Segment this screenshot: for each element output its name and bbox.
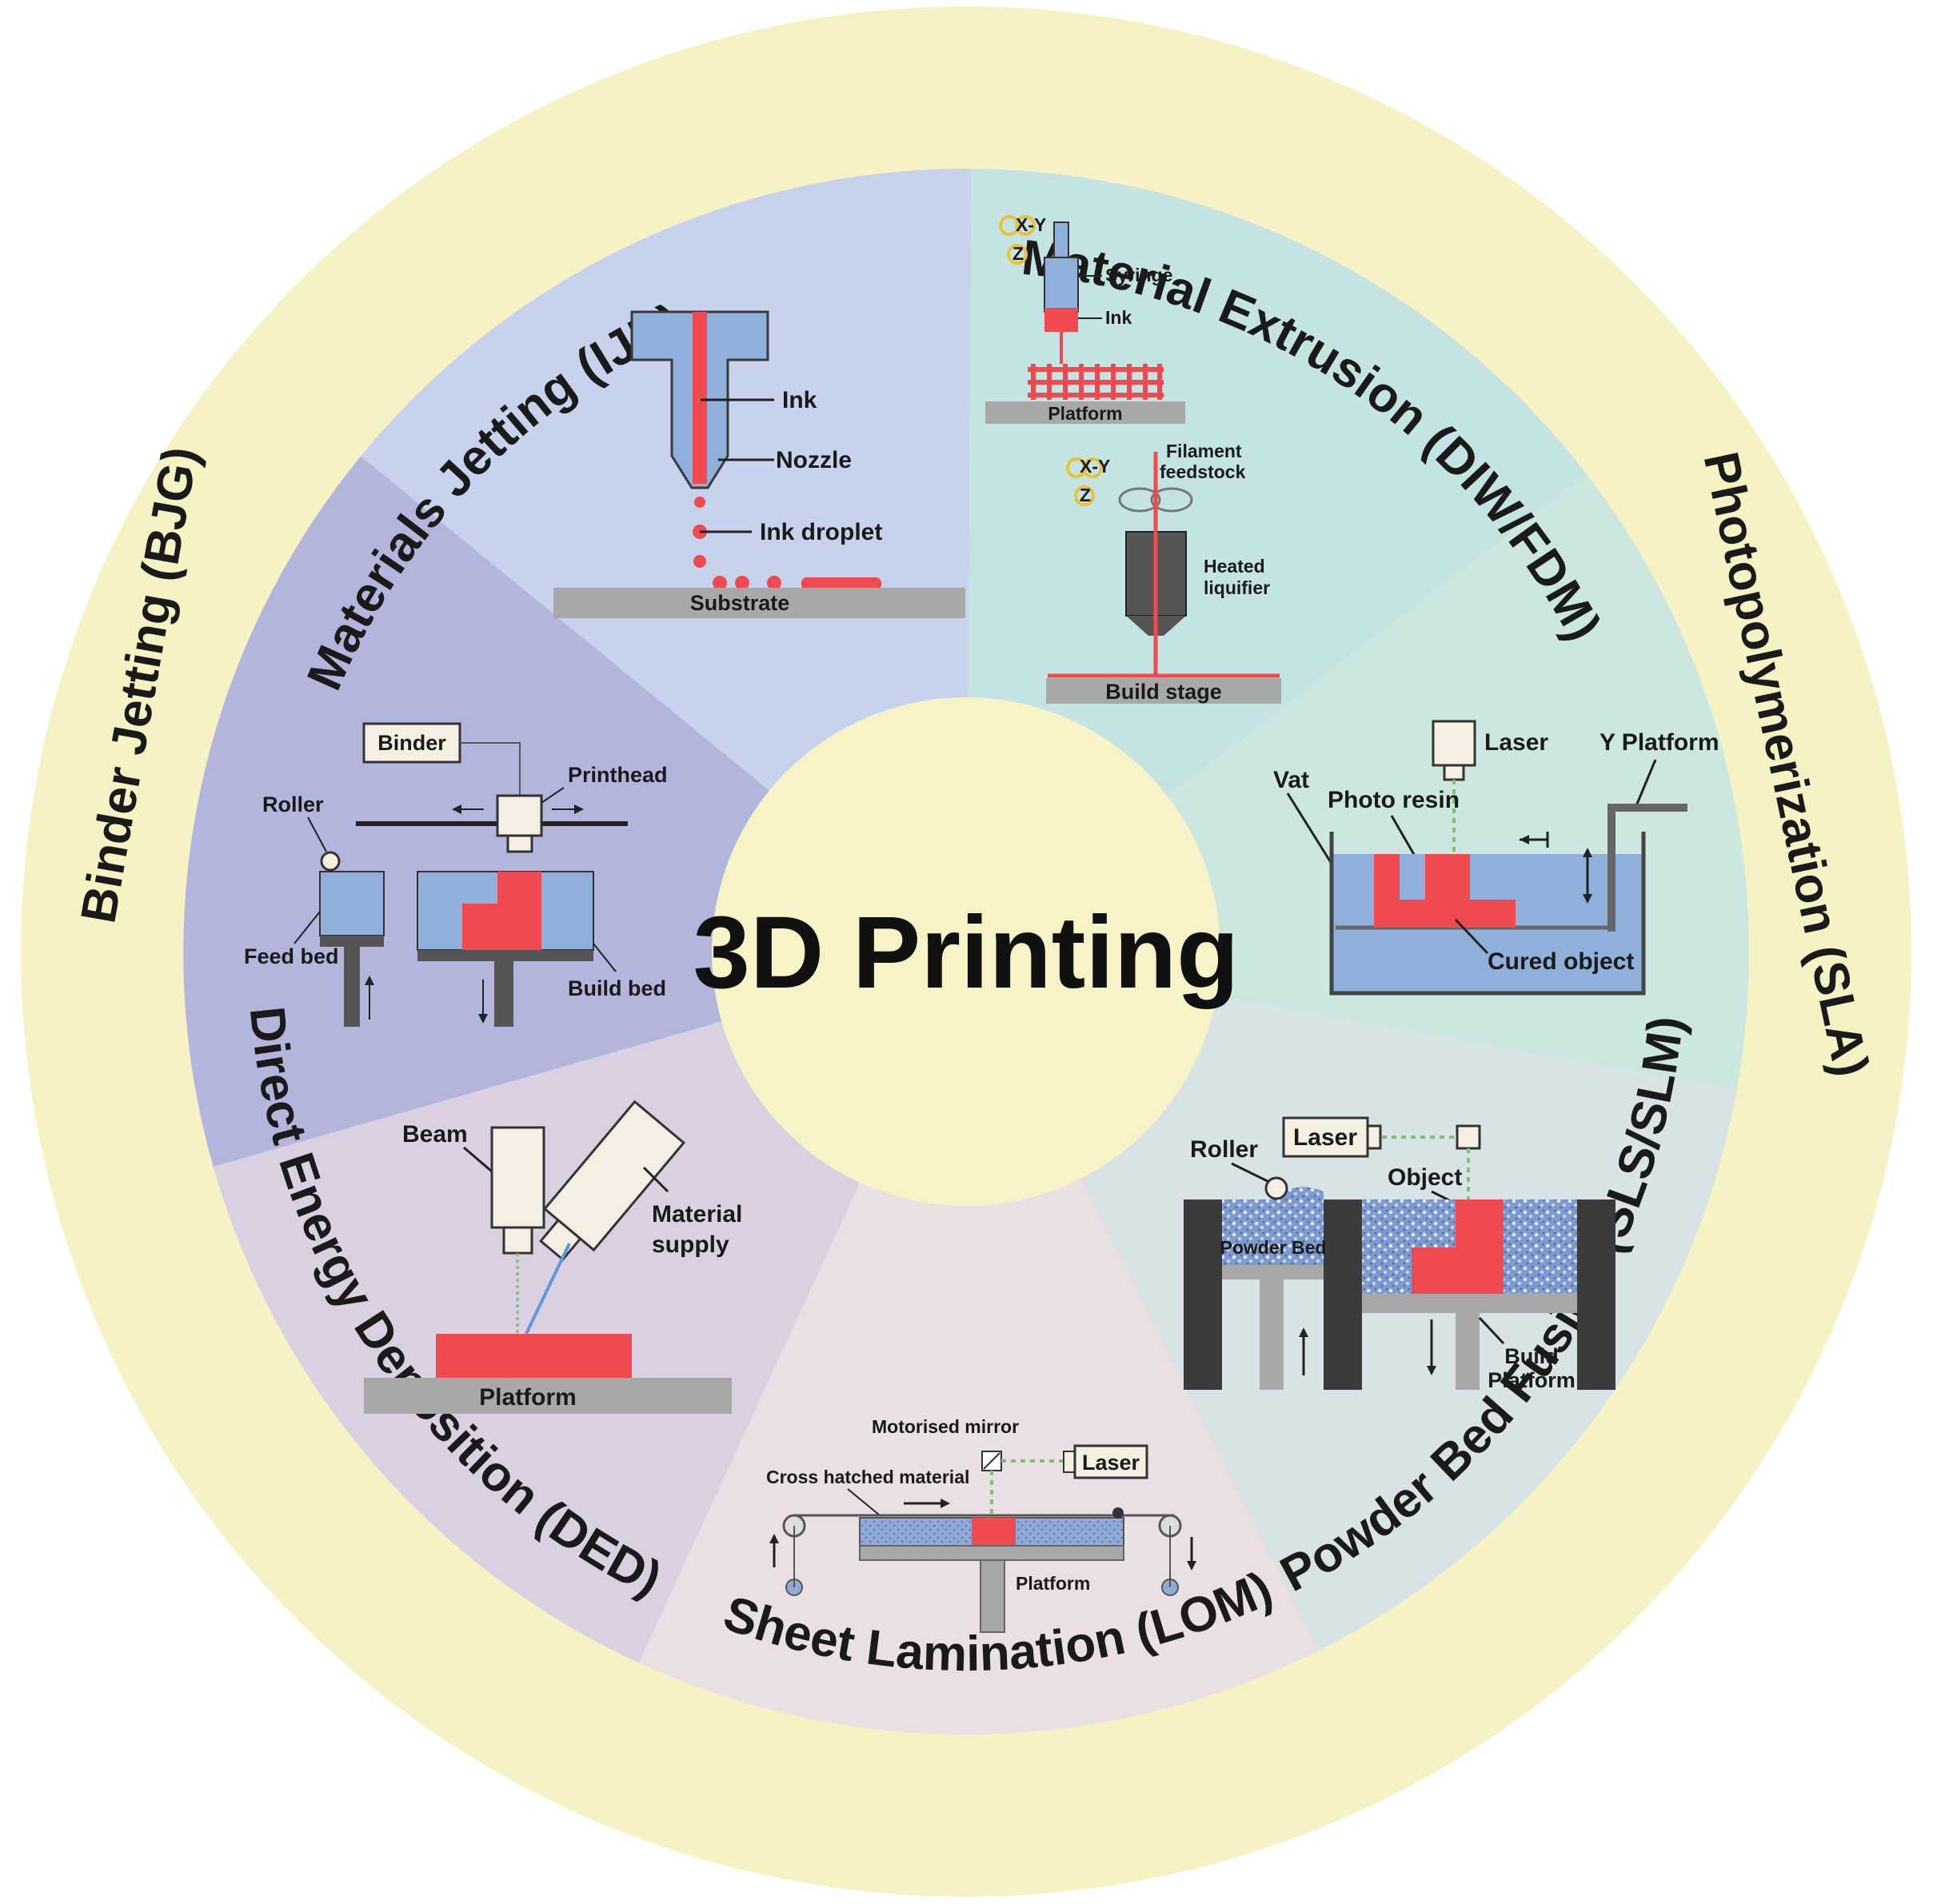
ijp-substrate-label: Substrate xyxy=(690,591,790,615)
sla-vat-walls xyxy=(1329,832,1646,996)
bjg-binder-box xyxy=(362,722,461,764)
svg-text:X-Y: X-Y xyxy=(1080,456,1110,477)
sla-cured-object xyxy=(1374,854,1516,928)
fdm-diagram: X-Y Z Syringe Ink Platform xyxy=(985,214,1281,704)
ijp-diagram: Ink Nozzle Ink droplet Substrate xyxy=(553,310,965,618)
fdm-ink-chamber xyxy=(1044,308,1078,332)
ded-beam-label: Beam xyxy=(402,1121,468,1148)
lom-platform-label: Platform xyxy=(1016,1573,1090,1594)
svg-text:Z: Z xyxy=(1012,243,1024,264)
sla-resin-label: Photo resin xyxy=(1328,787,1460,813)
bjg-feed-bed xyxy=(319,871,385,936)
lom-platform xyxy=(859,1545,1124,1561)
bjg-binder-label: Binder xyxy=(377,731,446,755)
ijp-ink-channel xyxy=(693,312,707,484)
sector-ded xyxy=(213,952,967,1663)
fdm-heated-label-1: Heated xyxy=(1204,556,1265,577)
slm-feed-powder xyxy=(1222,1199,1324,1265)
ijp-droplet-label: Ink droplet xyxy=(760,519,882,545)
slm-powderbed-label: Powder Bed xyxy=(1220,1237,1327,1258)
fdm-heated-label-2: liquifier xyxy=(1204,577,1270,598)
sla-yplatform-label: Y Platform xyxy=(1600,729,1719,756)
bjg-printhead xyxy=(496,794,543,837)
svg-text:Z: Z xyxy=(1080,485,1091,505)
sla-diagram: Laser Y Platform Vat Photo resin Cured o… xyxy=(1273,720,1719,996)
slm-laser-label: Laser xyxy=(1293,1124,1357,1151)
ijp-substrate xyxy=(553,588,965,618)
lom-laser-label: Laser xyxy=(1082,1451,1140,1475)
sla-vat-label: Vat xyxy=(1273,767,1309,793)
lom-cut-part xyxy=(972,1518,1016,1546)
ded-material-label-1: Material xyxy=(652,1201,742,1227)
center-title: 3D Printing xyxy=(693,896,1240,1010)
svg-text:X-Y: X-Y xyxy=(1016,214,1046,235)
ded-deposit xyxy=(436,1334,632,1378)
ded-diagram: Beam Material supply Platform xyxy=(364,1100,742,1414)
slm-roller-label: Roller xyxy=(1190,1136,1258,1163)
bjg-roller-label: Roller xyxy=(262,792,324,816)
fdm-platform-label: Platform xyxy=(1048,403,1122,424)
bjg-feedbed-label: Feed bed xyxy=(244,944,339,968)
bjg-printed-part xyxy=(462,872,541,950)
center-circle xyxy=(712,697,1220,1206)
fdm-syringe-label: Syringe xyxy=(1105,265,1172,285)
sla-y-platform xyxy=(1608,804,1687,932)
ded-beam-head xyxy=(490,1126,545,1229)
slm-diagram: Laser Roller Object Powder Bed Build Pla… xyxy=(1184,1116,1615,1392)
bjg-diagram: Binder Printhead Roller Feed bed Build b… xyxy=(244,722,668,1027)
ded-platform-label: Platform xyxy=(479,1384,577,1411)
slm-laser-box xyxy=(1282,1116,1369,1158)
slm-build-label-2: Platform xyxy=(1488,1368,1576,1392)
sector-lom xyxy=(638,952,1318,1735)
fdm-platform xyxy=(985,401,1185,424)
fdm-build-stage xyxy=(1046,678,1281,704)
fdm-filament-label-2: feedstock xyxy=(1160,461,1246,482)
slm-object-label: Object xyxy=(1388,1164,1462,1191)
ded-material-label-2: supply xyxy=(652,1231,729,1258)
slm-build-label-1: Build xyxy=(1504,1344,1559,1368)
ded-platform xyxy=(364,1378,732,1414)
fdm-filament-label-1: Filament xyxy=(1166,441,1242,461)
lom-laser-box xyxy=(1073,1444,1148,1479)
lom-diagram: Motorised mirror Laser Cross hatched mat… xyxy=(766,1416,1196,1633)
lom-mirror-label: Motorised mirror xyxy=(872,1416,1019,1437)
sla-laser-label: Laser xyxy=(1484,729,1548,756)
bjg-buildbed-label: Build bed xyxy=(568,976,666,1000)
slm-object xyxy=(1412,1199,1504,1294)
fdm-stage-label: Build stage xyxy=(1105,680,1222,704)
fdm-ink-label: Ink xyxy=(1105,307,1132,328)
sla-cured-label: Cured object xyxy=(1488,948,1634,975)
sla-laser-box xyxy=(1432,720,1476,767)
bjg-printhead-label: Printhead xyxy=(568,763,668,787)
lom-cross-label: Cross hatched material xyxy=(766,1467,969,1487)
ijp-nozzle-label: Nozzle xyxy=(776,447,852,473)
ijp-ink-label: Ink xyxy=(782,387,817,413)
